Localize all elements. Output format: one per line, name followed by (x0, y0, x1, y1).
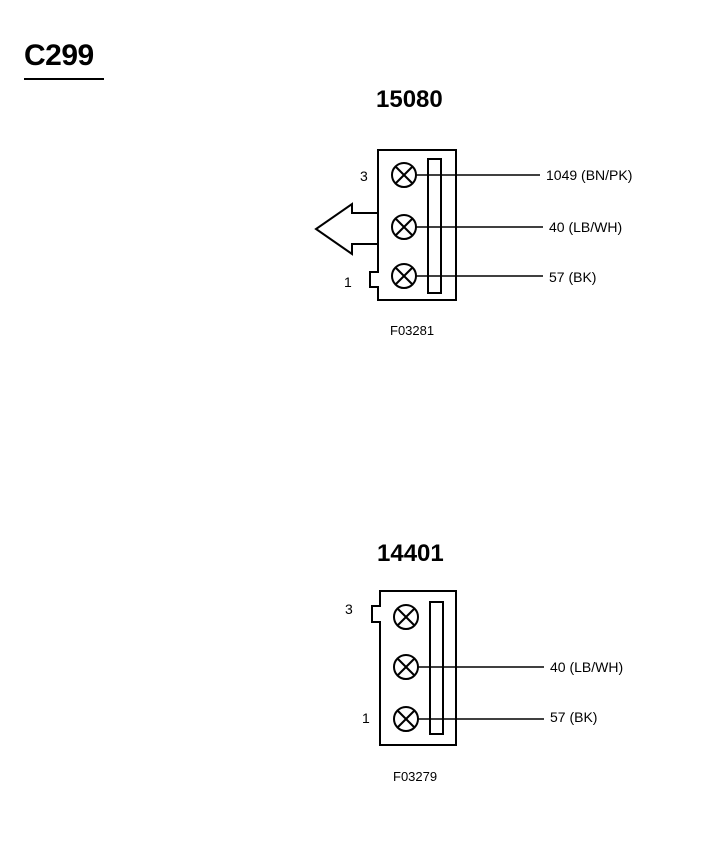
connector-2-housing (371, 590, 457, 746)
connector-2-terminal-icon (393, 706, 419, 732)
connector-2-pin-bottom: 1 (362, 710, 370, 726)
connector-1-wire-label-2: 40 (LB/WH) (549, 219, 623, 235)
connector-1-housing (369, 149, 457, 301)
connector-1-wire-label-3: 57 (BK) (549, 269, 597, 285)
connector-1-terminal-icon (391, 263, 417, 289)
connector-1-figure-code: F03281 (390, 323, 435, 338)
connector-1-arrow-icon (314, 202, 378, 256)
connector-2-wire-label-1: 40 (LB/WH) (550, 659, 624, 675)
connector-2-wire-label-2: 57 (BK) (550, 709, 598, 725)
title-underline (24, 78, 104, 80)
connector-id-2: 14401 (377, 540, 444, 567)
connector-2-terminal-icon (393, 604, 419, 630)
connector-1-pin-bottom: 1 (344, 274, 352, 290)
connector-2-terminal-icon (393, 654, 419, 680)
connector-1-terminal-icon (391, 162, 417, 188)
connector-2-latch-bar (429, 601, 444, 735)
connector-id-1: 15080 (376, 86, 443, 113)
connector-2-figure-code: F03279 (393, 769, 438, 784)
connector-1-latch-bar (427, 158, 442, 294)
page-title: C299 (24, 39, 94, 72)
connector-2-pin-top: 3 (345, 601, 353, 617)
connector-1-wire-label-1: 1049 (BN/PK) (546, 167, 633, 183)
connector-1-pin-top: 3 (360, 168, 368, 184)
connector-1-terminal-icon (391, 214, 417, 240)
